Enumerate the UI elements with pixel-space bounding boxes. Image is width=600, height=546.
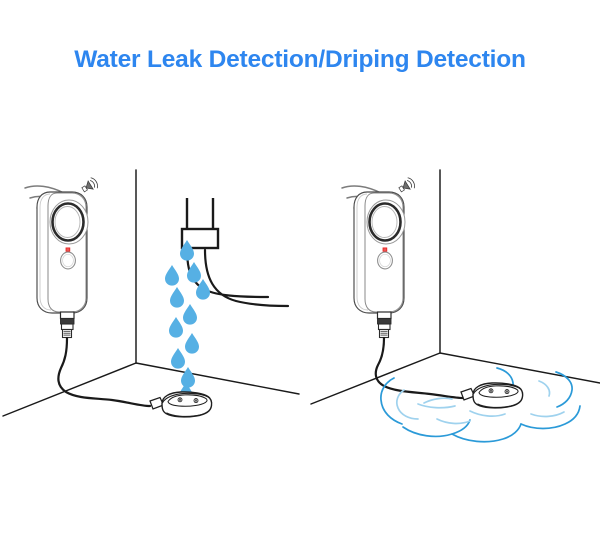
ripple-arc [538, 380, 551, 397]
sensor-cable-left [57, 336, 152, 408]
room-corner-left [2, 169, 300, 417]
water-drop [181, 367, 195, 388]
pipe-valve-box [180, 227, 220, 250]
water-drop [170, 287, 184, 308]
speaker-icon [79, 175, 100, 196]
ripple-arc [555, 371, 573, 408]
ripple-arc [530, 411, 565, 418]
ripple-arc [423, 397, 453, 404]
pipe-elbow-lower [203, 248, 290, 308]
pipe-elbow-helper [213, 248, 280, 297]
room-corner-right [310, 169, 600, 405]
floor-line-left [2, 362, 137, 417]
ripple-arc [402, 419, 471, 438]
ripple-arc [380, 377, 403, 425]
right-scene [310, 169, 600, 443]
ripple-arc [469, 410, 506, 417]
floor-line-right [135, 362, 300, 395]
water-drop [185, 333, 199, 354]
floor-water-probe-left[interactable] [149, 391, 213, 418]
sensor-cable-right [374, 336, 465, 400]
water-drop [183, 304, 197, 325]
ripple-arc [451, 423, 522, 443]
floor-water-probe-right[interactable] [460, 382, 524, 409]
leaking-pipe-left [185, 198, 215, 230]
page-title: Water Leak Detection/Driping Detection [74, 46, 526, 73]
ripple-arc [436, 418, 471, 425]
water-drop [169, 317, 183, 338]
ripple-arc [520, 405, 581, 430]
floor-line-right [439, 352, 600, 384]
left-scene [2, 169, 300, 418]
alarm-unit-right[interactable] [352, 190, 407, 339]
speaker-icon [396, 175, 417, 196]
water-drop [165, 265, 179, 286]
water-drop [171, 348, 185, 369]
floor-line-left [310, 352, 441, 405]
ripple-arc [417, 403, 456, 409]
water-drop [196, 279, 210, 300]
alarm-unit-left[interactable] [35, 190, 90, 339]
ripple-arc [395, 389, 419, 420]
